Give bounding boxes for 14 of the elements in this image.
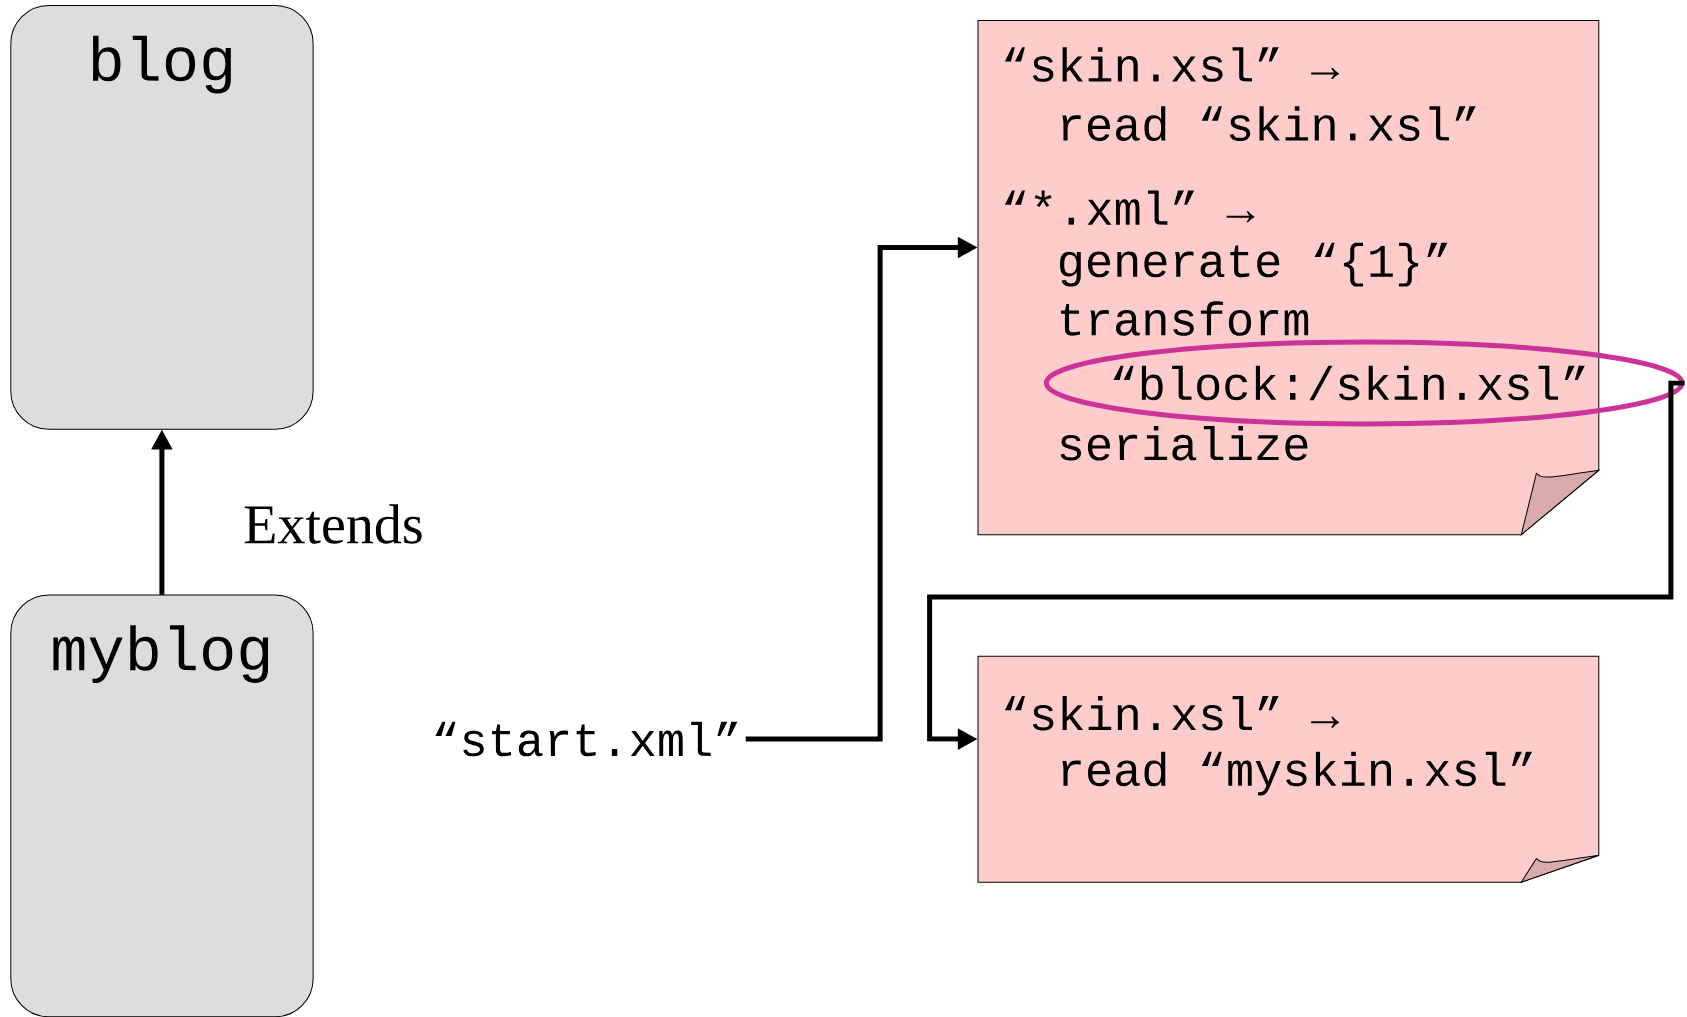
rounded-box: myblog	[10, 594, 314, 1017]
rounded-box: blog	[10, 4, 314, 430]
note-box	[977, 19, 1600, 536]
code-line: read “skin.xsl”	[1062, 106, 1476, 142]
code-line: transform	[1061, 301, 1309, 336]
code-line: generate “{1}”	[1060, 242, 1448, 287]
code-line: “*.xml” →	[1004, 190, 1255, 225]
file-name: “start.xml”	[435, 721, 738, 757]
code-line: “skin.xsl” →	[1004, 47, 1339, 82]
code-line: serialize	[1060, 426, 1308, 461]
edge-label: Extends	[241, 502, 426, 546]
note-box	[977, 655, 1600, 883]
code-line: read “myskin.xsl”	[1062, 751, 1532, 796]
code-line: “skin.xsl” →	[1004, 696, 1339, 731]
